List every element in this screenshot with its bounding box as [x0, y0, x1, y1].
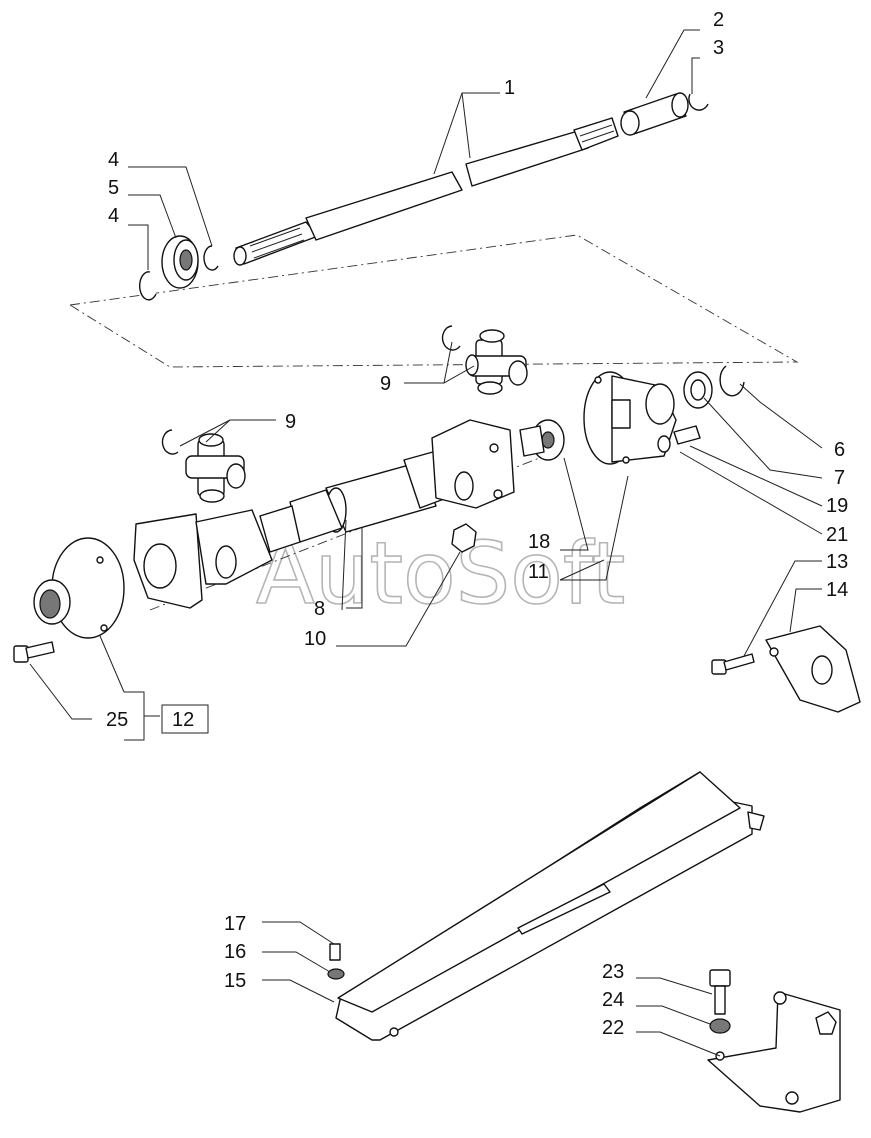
callout-2: 2	[713, 9, 724, 31]
washer-21	[657, 435, 671, 453]
circlip-mid	[203, 245, 219, 271]
washer-24	[709, 1018, 731, 1034]
callout-6: 6	[834, 439, 845, 461]
cardan-tube	[259, 449, 453, 553]
universal-joint-left	[185, 433, 246, 503]
hub-flange	[583, 371, 677, 465]
callout-25: 25	[106, 709, 128, 731]
callout-23: 23	[602, 961, 624, 983]
callout-15: 15	[224, 970, 246, 992]
yoke-right	[431, 419, 515, 509]
label-box-12	[161, 704, 209, 734]
callout-7: 7	[834, 467, 845, 489]
watermark-text: AutoSoft	[256, 524, 625, 624]
bolt-17	[329, 943, 341, 961]
bracket-14	[765, 625, 861, 713]
circlip-joint-left	[161, 429, 179, 455]
callout-16: 16	[224, 941, 246, 963]
circlip-right	[719, 365, 745, 397]
callout-10: 10	[304, 628, 326, 650]
callout-5: 5	[108, 177, 119, 199]
leader-lines	[29, 29, 823, 1057]
callout-22: 22	[602, 1017, 624, 1039]
bracket-22	[707, 991, 841, 1113]
callout-13: 13	[826, 551, 848, 573]
callout-9-upper: 9	[380, 373, 391, 395]
yoke-left	[133, 509, 273, 609]
callout-19: 19	[826, 495, 848, 517]
bearing	[161, 235, 199, 289]
circlip-top	[688, 93, 709, 111]
callout-4-upper: 4	[108, 149, 119, 171]
callout-4-lower: 4	[108, 205, 119, 227]
sleeve	[620, 92, 689, 136]
nut	[451, 523, 477, 553]
flange-left	[33, 537, 125, 639]
bolt-13	[711, 653, 755, 675]
circlip-joint-top	[441, 325, 461, 351]
ring-inner	[690, 379, 706, 401]
bolt-25	[13, 641, 55, 663]
callout-21: 21	[826, 524, 848, 546]
callout-8: 8	[314, 598, 325, 620]
callout-11: 11	[528, 561, 549, 583]
bolt-23	[709, 969, 731, 987]
callout-9-lower: 9	[285, 411, 296, 433]
circlip-left	[138, 271, 157, 301]
washer-16	[327, 968, 345, 980]
callout-3: 3	[713, 37, 724, 59]
callout-18: 18	[528, 531, 550, 553]
bushing	[519, 419, 565, 461]
bolt-23-shank	[714, 985, 726, 1015]
callout-14: 14	[826, 579, 848, 601]
universal-joint-top	[465, 329, 528, 395]
callout-1: 1	[504, 77, 515, 99]
main-shaft	[233, 117, 619, 266]
bolt-19	[673, 425, 701, 445]
shaft-guard	[335, 771, 765, 1041]
callout-17: 17	[224, 913, 246, 935]
assembly-boundary	[68, 234, 799, 368]
callout-24: 24	[602, 989, 624, 1011]
callout-12: 12	[172, 709, 194, 731]
